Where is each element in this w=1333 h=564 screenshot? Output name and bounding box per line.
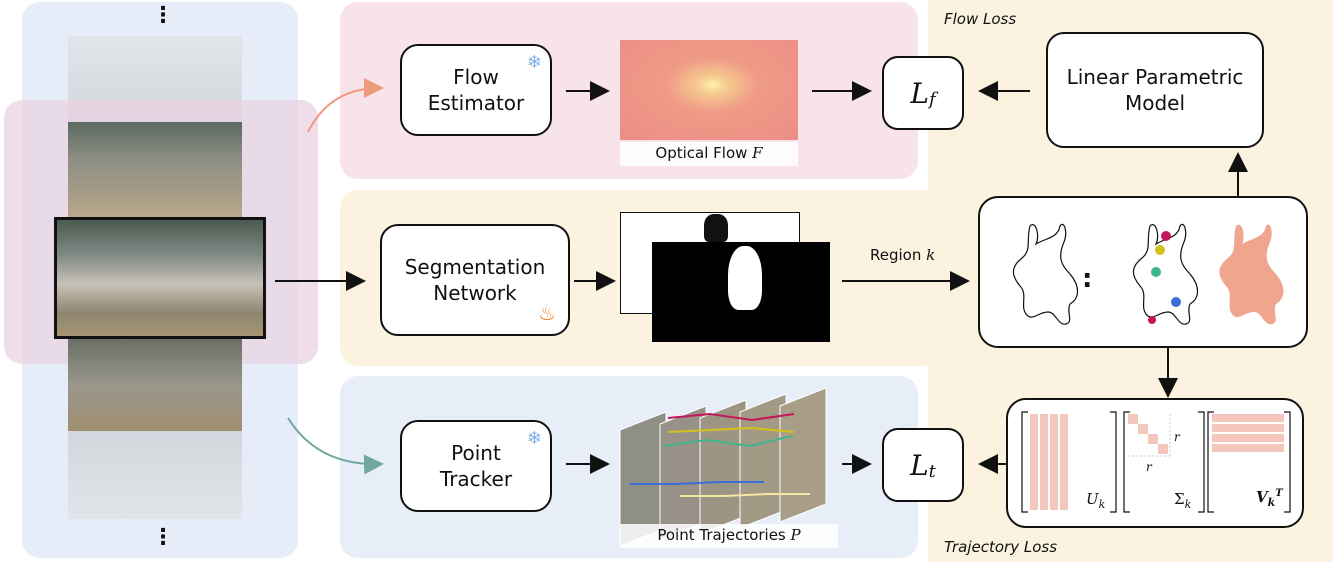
flow-loss-title: Flow Loss	[944, 10, 1017, 28]
fire-icon: ♨	[538, 301, 556, 325]
optical-flow-caption: Optical Flow F	[620, 142, 798, 166]
u-matrix	[1021, 411, 1117, 513]
snowflake-icon: ❄	[526, 428, 542, 449]
point-trajectories-caption: Point Trajectories P	[620, 524, 838, 548]
segmentation-network-label: Segmentation Network	[404, 255, 546, 305]
trajectory-line-magenta	[667, 412, 795, 422]
region-colon: :	[1082, 264, 1093, 294]
snowflake-icon: ❄	[526, 52, 542, 73]
point-trajectories-symbol: P	[790, 526, 801, 544]
region-point-2	[1155, 245, 1165, 255]
linear-parametric-model-label: Linear Parametric Model	[1066, 65, 1244, 115]
rank-label-bottom: r	[1146, 460, 1152, 474]
sigma-label: Σk	[1174, 490, 1192, 511]
frame-next	[68, 339, 242, 431]
region-flow-fill	[1219, 224, 1284, 325]
region-outline-2	[1132, 223, 1199, 325]
sigma-matrix	[1123, 411, 1205, 513]
region-symbol: k	[926, 246, 936, 264]
region-point-4	[1171, 297, 1181, 307]
frame-stack-bottom-faded	[68, 431, 242, 519]
segmentation-network-module[interactable]: Segmentation Network ♨	[380, 224, 570, 336]
flow-estimator-module[interactable]: Flow Estimator ❄	[400, 44, 552, 136]
rank-label-right: r	[1174, 430, 1180, 444]
trajectory-line-blue	[630, 481, 764, 485]
trajectory-line-yellow	[667, 426, 795, 433]
v-matrix	[1207, 411, 1291, 513]
region-point-5	[1148, 316, 1156, 324]
arrow-frames-to-flow	[307, 78, 384, 133]
trajectory-line-cream	[680, 493, 810, 497]
region-point-3	[1151, 267, 1161, 277]
region-outline-1	[1012, 223, 1079, 325]
frame-current[interactable]	[54, 217, 266, 339]
point-tracker-label: Point Tracker	[439, 441, 513, 491]
linear-parametric-model[interactable]: Linear Parametric Model	[1046, 32, 1264, 148]
optical-flow-image	[620, 40, 798, 140]
region-label: Region k	[870, 246, 936, 264]
u-label: Uk	[1086, 490, 1106, 511]
frame-previous	[68, 122, 242, 218]
v-label: VkT	[1256, 488, 1283, 509]
trajectory-line-teal	[663, 435, 793, 448]
region-point-1	[1161, 231, 1171, 241]
arrow-frames-to-tracker	[287, 417, 384, 475]
optical-flow-symbol: F	[752, 144, 763, 162]
mask-back-silhouette	[704, 214, 728, 242]
flow-estimator-label: Flow Estimator	[427, 65, 525, 115]
trajectory-frame-5	[779, 387, 827, 523]
point-tracker-module[interactable]: Point Tracker ❄	[400, 420, 552, 512]
trajectory-loss-title: Trajectory Loss	[944, 538, 1058, 556]
mask-front-silhouette	[728, 246, 762, 310]
